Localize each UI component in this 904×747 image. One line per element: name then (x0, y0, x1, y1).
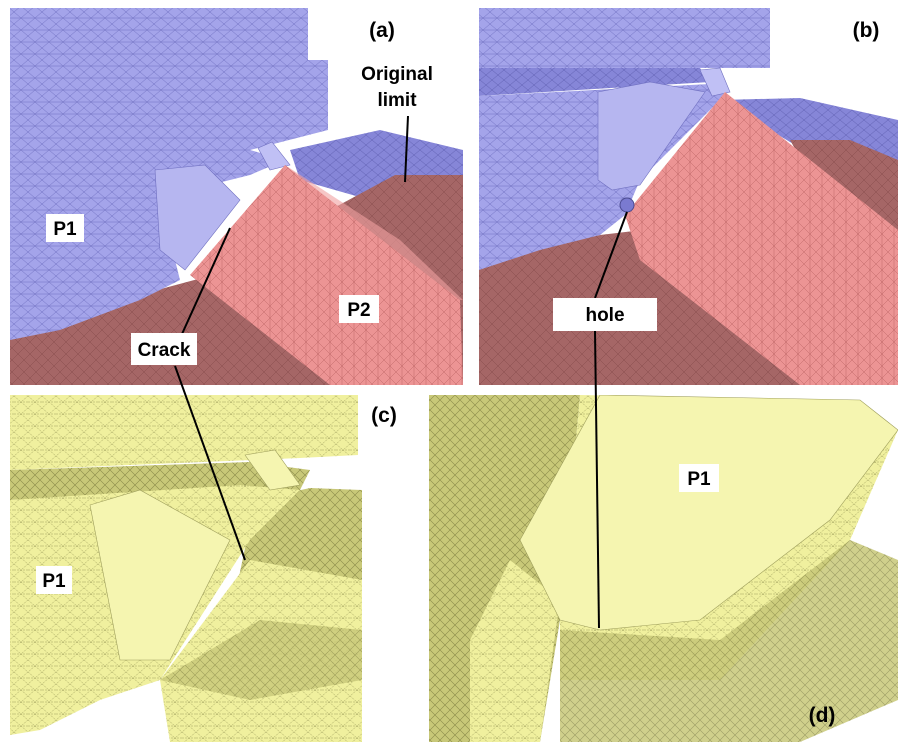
p1-lower-surface (560, 540, 898, 742)
hole-leader-d (594, 330, 600, 629)
panel-a: P1 P2 Original limit (a) (10, 8, 463, 385)
hole-leader-b (594, 211, 628, 299)
panel-b-letter: (b) (853, 19, 880, 42)
hole-label: hole (585, 305, 624, 326)
panel-c-letter-gap: (c) (371, 404, 397, 427)
panel-a-letter: (a) (369, 19, 395, 42)
p1-top-cylinder (10, 8, 308, 60)
p1-label: P1 (687, 469, 711, 490)
p1-label-box (46, 214, 84, 242)
p2-label-box (339, 295, 379, 323)
panel-c: P1 (10, 395, 362, 742)
p1-label-box (679, 464, 719, 492)
p1-ring-edge (479, 68, 710, 96)
crack-label-box (131, 333, 197, 365)
p1-small-tip (699, 67, 731, 97)
p2-body (625, 92, 898, 385)
p2-label: P2 (347, 300, 370, 321)
p1-small-tip (244, 449, 301, 491)
p1-label-box (36, 566, 72, 594)
left-lower-fragment (470, 560, 560, 742)
stair-surface (790, 140, 898, 230)
panel-b: (b) (479, 8, 898, 385)
original-limit-leader (404, 115, 409, 183)
crack-leader-c (174, 365, 246, 561)
p1-label: P1 (53, 219, 77, 240)
original-limit-label-line2: limit (377, 90, 417, 111)
crack-leader-a (181, 227, 231, 335)
crack-label: Crack (138, 340, 191, 361)
original-limit-box (352, 60, 442, 116)
original-limit-label-line1: Original (361, 64, 433, 85)
p1-small-tip (257, 141, 291, 171)
p1-body (10, 150, 285, 340)
p1-middle-cylinder (10, 60, 328, 150)
panel-d-letter: (d) (809, 704, 836, 727)
hole-label-box (553, 298, 657, 331)
p1-top-cylinder (479, 8, 770, 68)
crack-fragments (160, 620, 362, 700)
p1-notch-face (597, 81, 706, 191)
p1-notch-face (154, 164, 241, 271)
p1-label: P1 (42, 571, 66, 592)
hole-marker (619, 197, 635, 213)
p1-top-face (519, 395, 898, 631)
p2-body (190, 165, 463, 385)
p1-notch-face (89, 489, 231, 661)
panel-d: P1 (d) (429, 395, 898, 742)
